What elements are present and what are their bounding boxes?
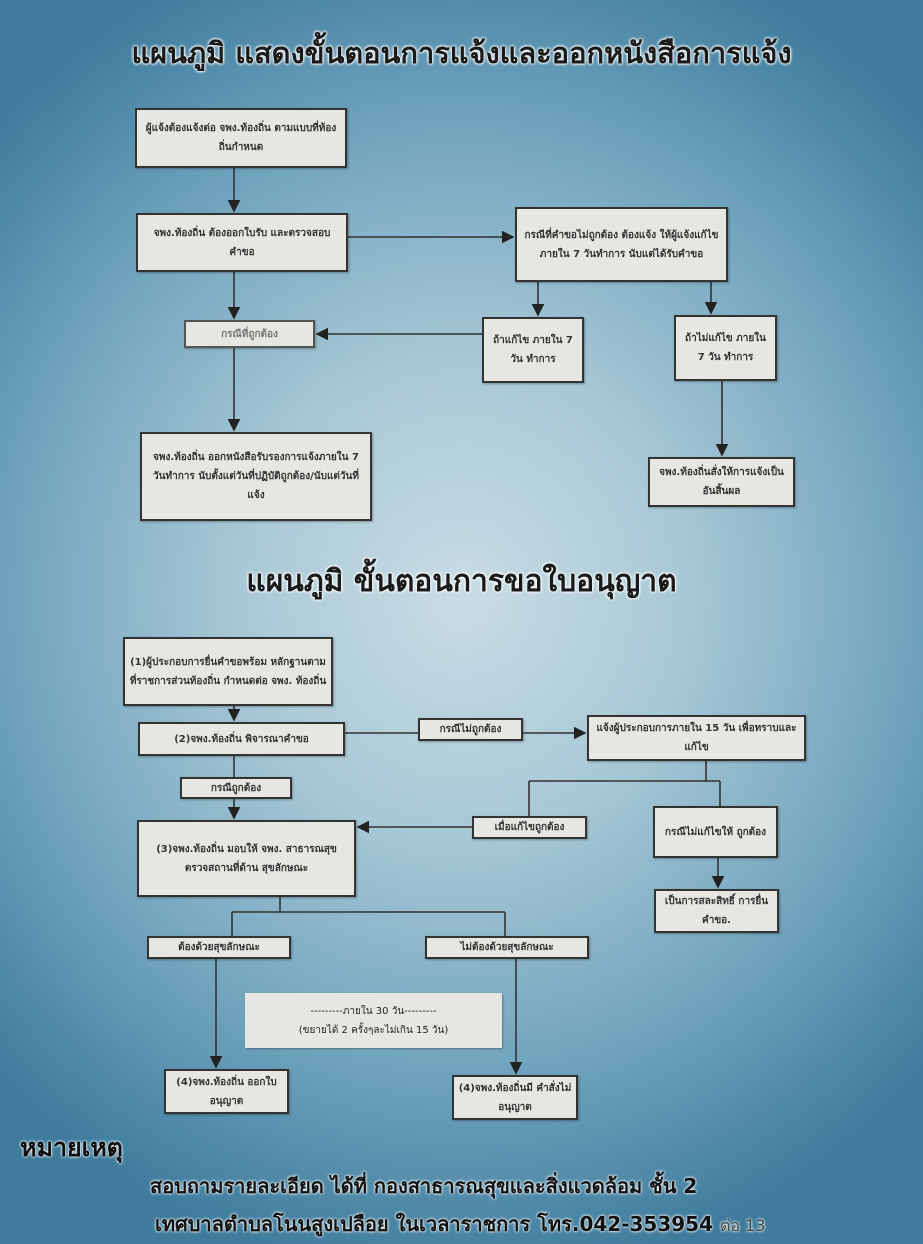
phone-extension: ต่อ 13 bbox=[719, 1216, 766, 1235]
step4-issue-license: (4)จพง.ท้องถิ่น ออกใบอนุญาต bbox=[164, 1069, 289, 1114]
label-hygienic: ต้องด้วยสุขลักษณะ bbox=[147, 936, 291, 959]
box-issue-certificate: จพง.ท้องถิ่น ออกหนังสือรับรองการแจ้งภายใ… bbox=[140, 432, 372, 521]
label-correct-case: กรณีถูกต้อง bbox=[180, 777, 292, 799]
within-30-days: ---------ภายใน 30 วัน--------- bbox=[310, 1005, 437, 1017]
box-not-fixed: กรณีไม่แก้ไขให้ ถูกต้อง bbox=[653, 806, 778, 858]
box-not-fixed-in-7-days: ถ้าไม่แก้ไข ภายใน 7 วัน ทำการ bbox=[674, 315, 777, 381]
label-not-hygienic: ไม่ต้องด้วยสุขลักษณะ bbox=[425, 936, 589, 959]
label-incorrect-case: กรณีไม่ถูกต้อง bbox=[418, 718, 523, 741]
note-line-2: เทศบาลตำบลโนนสูงเปลือย ในเวลาราชการ โทร.… bbox=[155, 1208, 765, 1240]
box-30-day-deadline: ---------ภายใน 30 วัน--------- (ขยายได้ … bbox=[245, 993, 502, 1048]
label-when-fixed: เมื่อแก้ไขถูกต้อง bbox=[472, 816, 587, 839]
box-fixed-in-7-days: ถ้าแก้ไข ภายใน 7 วัน ทำการ bbox=[482, 317, 584, 383]
step4-deny-license: (4)จพง.ท้องถิ่นมี คำสั่งไม่อนุญาต bbox=[452, 1075, 578, 1120]
note-line-1: สอบถามรายละเอียด ได้ที่ กองสาธารณสุขและส… bbox=[150, 1174, 698, 1198]
box-receipt: จพง.ท้องถิ่น ต้องออกใบรับ และตรวจสอบคำขอ bbox=[136, 213, 348, 272]
note-line-2-text: เทศบาลตำบลโนนสูงเปลือย ในเวลาราชการ โทร.… bbox=[155, 1212, 713, 1236]
step2-consider-request: (2)จพง.ท้องถิ่น พิจารณาคำขอ bbox=[138, 722, 345, 756]
note-heading: หมายเหตุ bbox=[20, 1133, 123, 1162]
box-notification-void: จพง.ท้องถิ่นสั่งให้การแจ้งเป็นอันสิ้นผล bbox=[648, 457, 795, 507]
box-incorrect-request: กรณีที่คำขอไม่ถูกต้อง ต้องแจ้ง ให้ผู้แจ้… bbox=[515, 207, 728, 282]
extension-note: (ขยายได้ 2 ครั้งๆละไม่เกิน 15 วัน) bbox=[298, 1024, 449, 1036]
step1-submit-request: (1)ผู้ประกอบการยื่นคำขอพร้อม หลักฐานตามท… bbox=[123, 637, 333, 706]
box-notify: ผู้แจ้งต้องแจ้งต่อ จพง.ท้องถิ่น ตามแบบที… bbox=[135, 108, 347, 168]
box-waive-right: เป็นการสละสิทธิ์ การยื่นคำขอ. bbox=[654, 889, 779, 933]
box-correct-case: กรณีที่ถูกต้อง bbox=[184, 320, 315, 348]
chart2-title: แผนภูมิ ขั้นตอนการขอใบอนุญาต bbox=[246, 564, 677, 599]
box-notify-15-days: แจ้งผู้ประกอบการภายใน 15 วัน เพื่อทราบแล… bbox=[587, 715, 806, 761]
step3-inspect-hygiene: (3)จพง.ท้องถิ่น มอบให้ จพง. สาธารณสุข ตร… bbox=[137, 820, 356, 897]
chart1-title: แผนภูมิ แสดงขั้นตอนการแจ้งและออกหนังสือก… bbox=[131, 36, 792, 70]
